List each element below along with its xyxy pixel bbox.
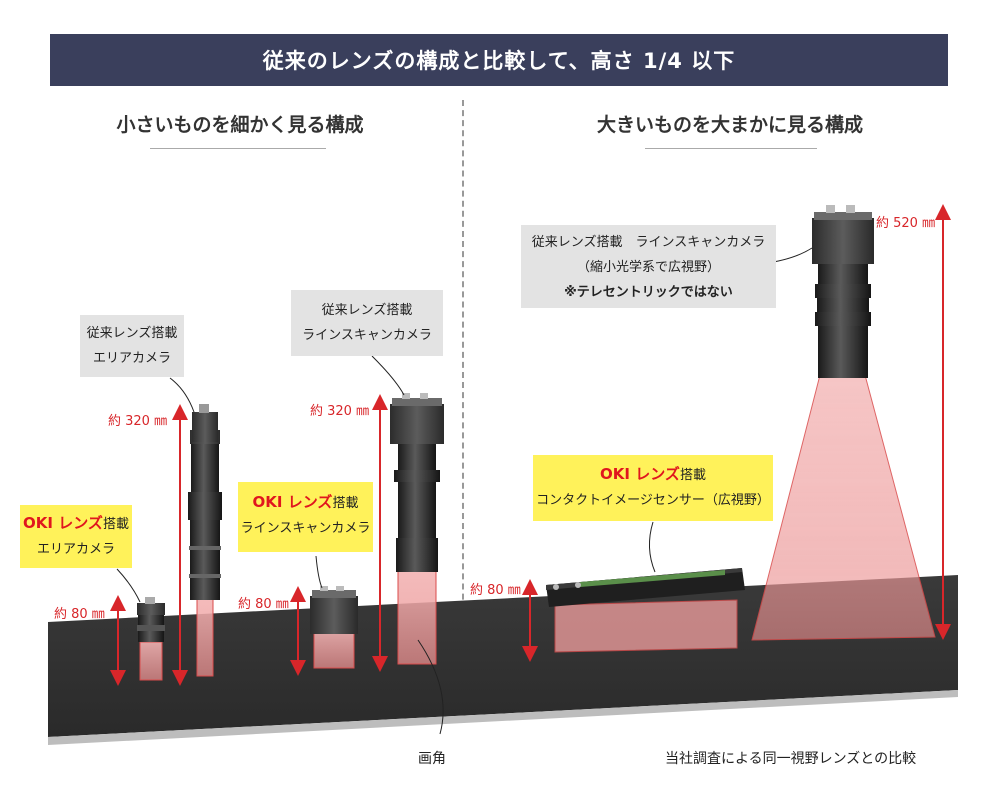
label-line: 従来レンズ搭載: [321, 303, 413, 318]
label-line: 従来レンズ搭載: [86, 326, 178, 341]
dimension-arrows: [110, 204, 951, 686]
label-conventional-area-camera: 従来レンズ搭載 エリアカメラ: [80, 315, 184, 377]
right-title-underline: [645, 148, 817, 149]
oki-brand: OKI レンズ: [23, 514, 103, 532]
footnote: 当社調査による同一視野レンズとの比較: [665, 751, 917, 767]
dimension-label-oki-cis: 約 80 ㎜: [470, 583, 521, 598]
left-section-title: 小さいものを細かく見る構成: [116, 114, 364, 136]
angle-of-view-label: 画角: [418, 751, 446, 767]
dimension-label-oki-line: 約 80 ㎜: [238, 597, 289, 612]
label-conventional-wide-camera: 従来レンズ搭載 ラインスキャンカメラ （縮小光学系で広視野） ※テレセントリック…: [521, 225, 776, 308]
left-title-underline: [150, 148, 326, 149]
section-divider: [462, 100, 464, 660]
label-line: 従来レンズ搭載 ラインスキャンカメラ: [531, 235, 766, 250]
label-line: エリアカメラ: [36, 542, 115, 557]
dimension-label-conv-line: 約 320 ㎜: [310, 404, 370, 419]
oki-contact-image-sensor: [546, 568, 745, 653]
conventional-line-scan-camera: [390, 393, 444, 665]
label-suffix: 搭載: [102, 517, 129, 532]
label-line: エリアカメラ: [92, 351, 171, 366]
label-conventional-line-scan: 従来レンズ搭載 ラインスキャンカメラ: [291, 290, 443, 356]
label-line: ラインスキャンカメラ: [240, 521, 371, 536]
right-section-title: 大きいものを大まかに見る構成: [596, 114, 863, 136]
conventional-wide-line-scan-camera: [751, 205, 936, 641]
conventional-area-camera: [188, 404, 222, 677]
header-title: 従来のレンズの構成と比較して、高さ 1/4 以下: [262, 49, 736, 73]
label-line: コンタクトイメージセンサー（広視野）: [536, 493, 770, 508]
dimension-label-conv-wide: 約 520 ㎜: [876, 216, 936, 231]
label-line: （縮小光学系で広視野）: [576, 260, 720, 275]
label-oki-area-camera: OKI レンズ搭載 エリアカメラ: [20, 505, 132, 568]
dimension-label-oki-area: 約 80 ㎜: [54, 607, 105, 622]
label-line: ラインスキャンカメラ: [302, 328, 432, 343]
oki-line-scan-camera: [310, 586, 358, 669]
oki-brand: OKI レンズ: [600, 465, 680, 483]
label-suffix: 搭載: [332, 496, 359, 511]
oki-brand: OKI レンズ: [252, 493, 333, 511]
label-oki-line-scan: OKI レンズ搭載 ラインスキャンカメラ: [238, 482, 373, 552]
label-suffix: 搭載: [679, 468, 706, 483]
dimension-label-conv-area: 約 320 ㎜: [108, 414, 168, 429]
header-banner: 従来のレンズの構成と比較して、高さ 1/4 以下: [50, 34, 948, 86]
oki-area-camera: [137, 597, 165, 681]
label-note: ※テレセントリックではない: [564, 285, 733, 300]
label-oki-contact-image-sensor: OKI レンズ搭載 コンタクトイメージセンサー（広視野）: [533, 455, 773, 521]
